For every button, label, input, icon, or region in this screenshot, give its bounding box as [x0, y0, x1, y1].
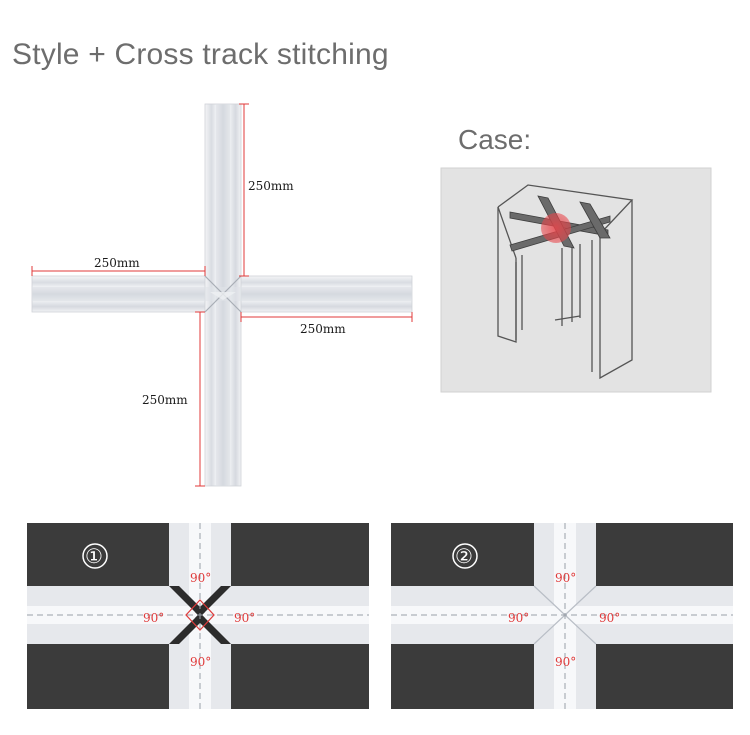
panel-2-angle-top: 90°	[555, 571, 576, 585]
page-title: Style + Cross track stitching	[12, 38, 389, 71]
panel-1-angle-left: 90°	[143, 611, 164, 625]
case-background	[440, 167, 712, 393]
dimension-label-bottom: 250mm	[142, 393, 188, 407]
panel-2-angle-bottom: 90°	[555, 655, 576, 669]
dimension-lines	[31, 103, 413, 487]
case-cubicle-lines	[497, 184, 634, 380]
panel-2-angle-right: 90°	[599, 611, 620, 625]
joint-panel-2	[391, 523, 733, 709]
dimension-label-left: 250mm	[94, 256, 140, 270]
case-highlight-marker	[541, 213, 571, 243]
panel-1-number-badge	[82, 543, 108, 569]
panel-2-angle-left: 90°	[508, 611, 529, 625]
joint-panel-1	[27, 523, 369, 709]
dimension-label-top: 250mm	[248, 179, 294, 193]
panel-2-number-badge	[452, 543, 478, 569]
case-label: Case:	[458, 124, 532, 155]
panel-1-angle-top: 90°	[190, 571, 211, 585]
panel-2-number: ②	[455, 544, 473, 568]
cross-track-product	[31, 103, 413, 487]
panel-1-number: ①	[85, 544, 103, 568]
panel-1-angle-right: 90°	[234, 611, 255, 625]
dimension-label-right: 250mm	[300, 322, 346, 336]
panel-1-miter-gaps	[169, 586, 231, 644]
case-illustration	[440, 167, 712, 393]
panel-1-angle-bottom: 90°	[190, 655, 211, 669]
